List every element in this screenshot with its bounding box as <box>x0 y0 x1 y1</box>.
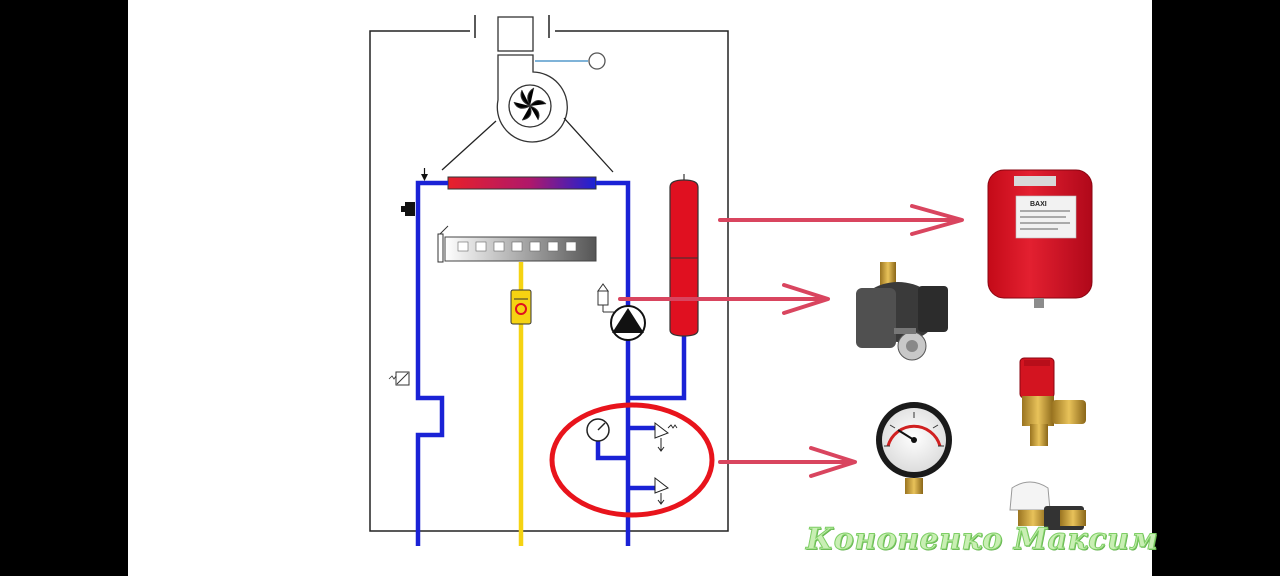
arrow-to-expansion-tank <box>718 204 964 236</box>
air-pressure-switch-icon <box>535 52 606 70</box>
expansion-tank-icon <box>669 174 699 337</box>
pump-icon <box>610 305 646 341</box>
flow-sensor-icon <box>388 371 410 386</box>
arrow-to-safety-group <box>718 446 857 478</box>
fan-icon <box>441 16 614 173</box>
arrow-to-pump <box>618 283 830 315</box>
drain-valve-icon <box>654 476 670 505</box>
safety-valve-icon <box>654 421 678 452</box>
drain-valve-photo <box>1009 481 1086 530</box>
gas-valve-icon <box>510 289 532 325</box>
callout-arrows <box>618 204 964 478</box>
highlight-ring <box>549 402 715 518</box>
circulation-pump-photo <box>856 262 948 361</box>
ignition-electrode-icon <box>437 225 449 263</box>
boiler-housing <box>369 15 729 532</box>
pressure-gauge-icon <box>586 418 610 442</box>
safety-valve-photo <box>1019 357 1086 446</box>
expansion-tank-photo: BAXI <box>987 169 1093 308</box>
burner-icon <box>444 236 597 262</box>
heat-exchanger <box>447 176 597 190</box>
overheat-thermostat-icon <box>401 202 415 216</box>
temperature-sensor-icon <box>421 168 428 181</box>
heating-circuit-pipes <box>415 180 687 546</box>
author-watermark: Кононенко Максим <box>805 522 1159 558</box>
tank-brand-label: BAXI <box>1030 201 1047 208</box>
slide-canvas <box>128 0 1152 576</box>
pressure-gauge-photo <box>876 402 952 494</box>
